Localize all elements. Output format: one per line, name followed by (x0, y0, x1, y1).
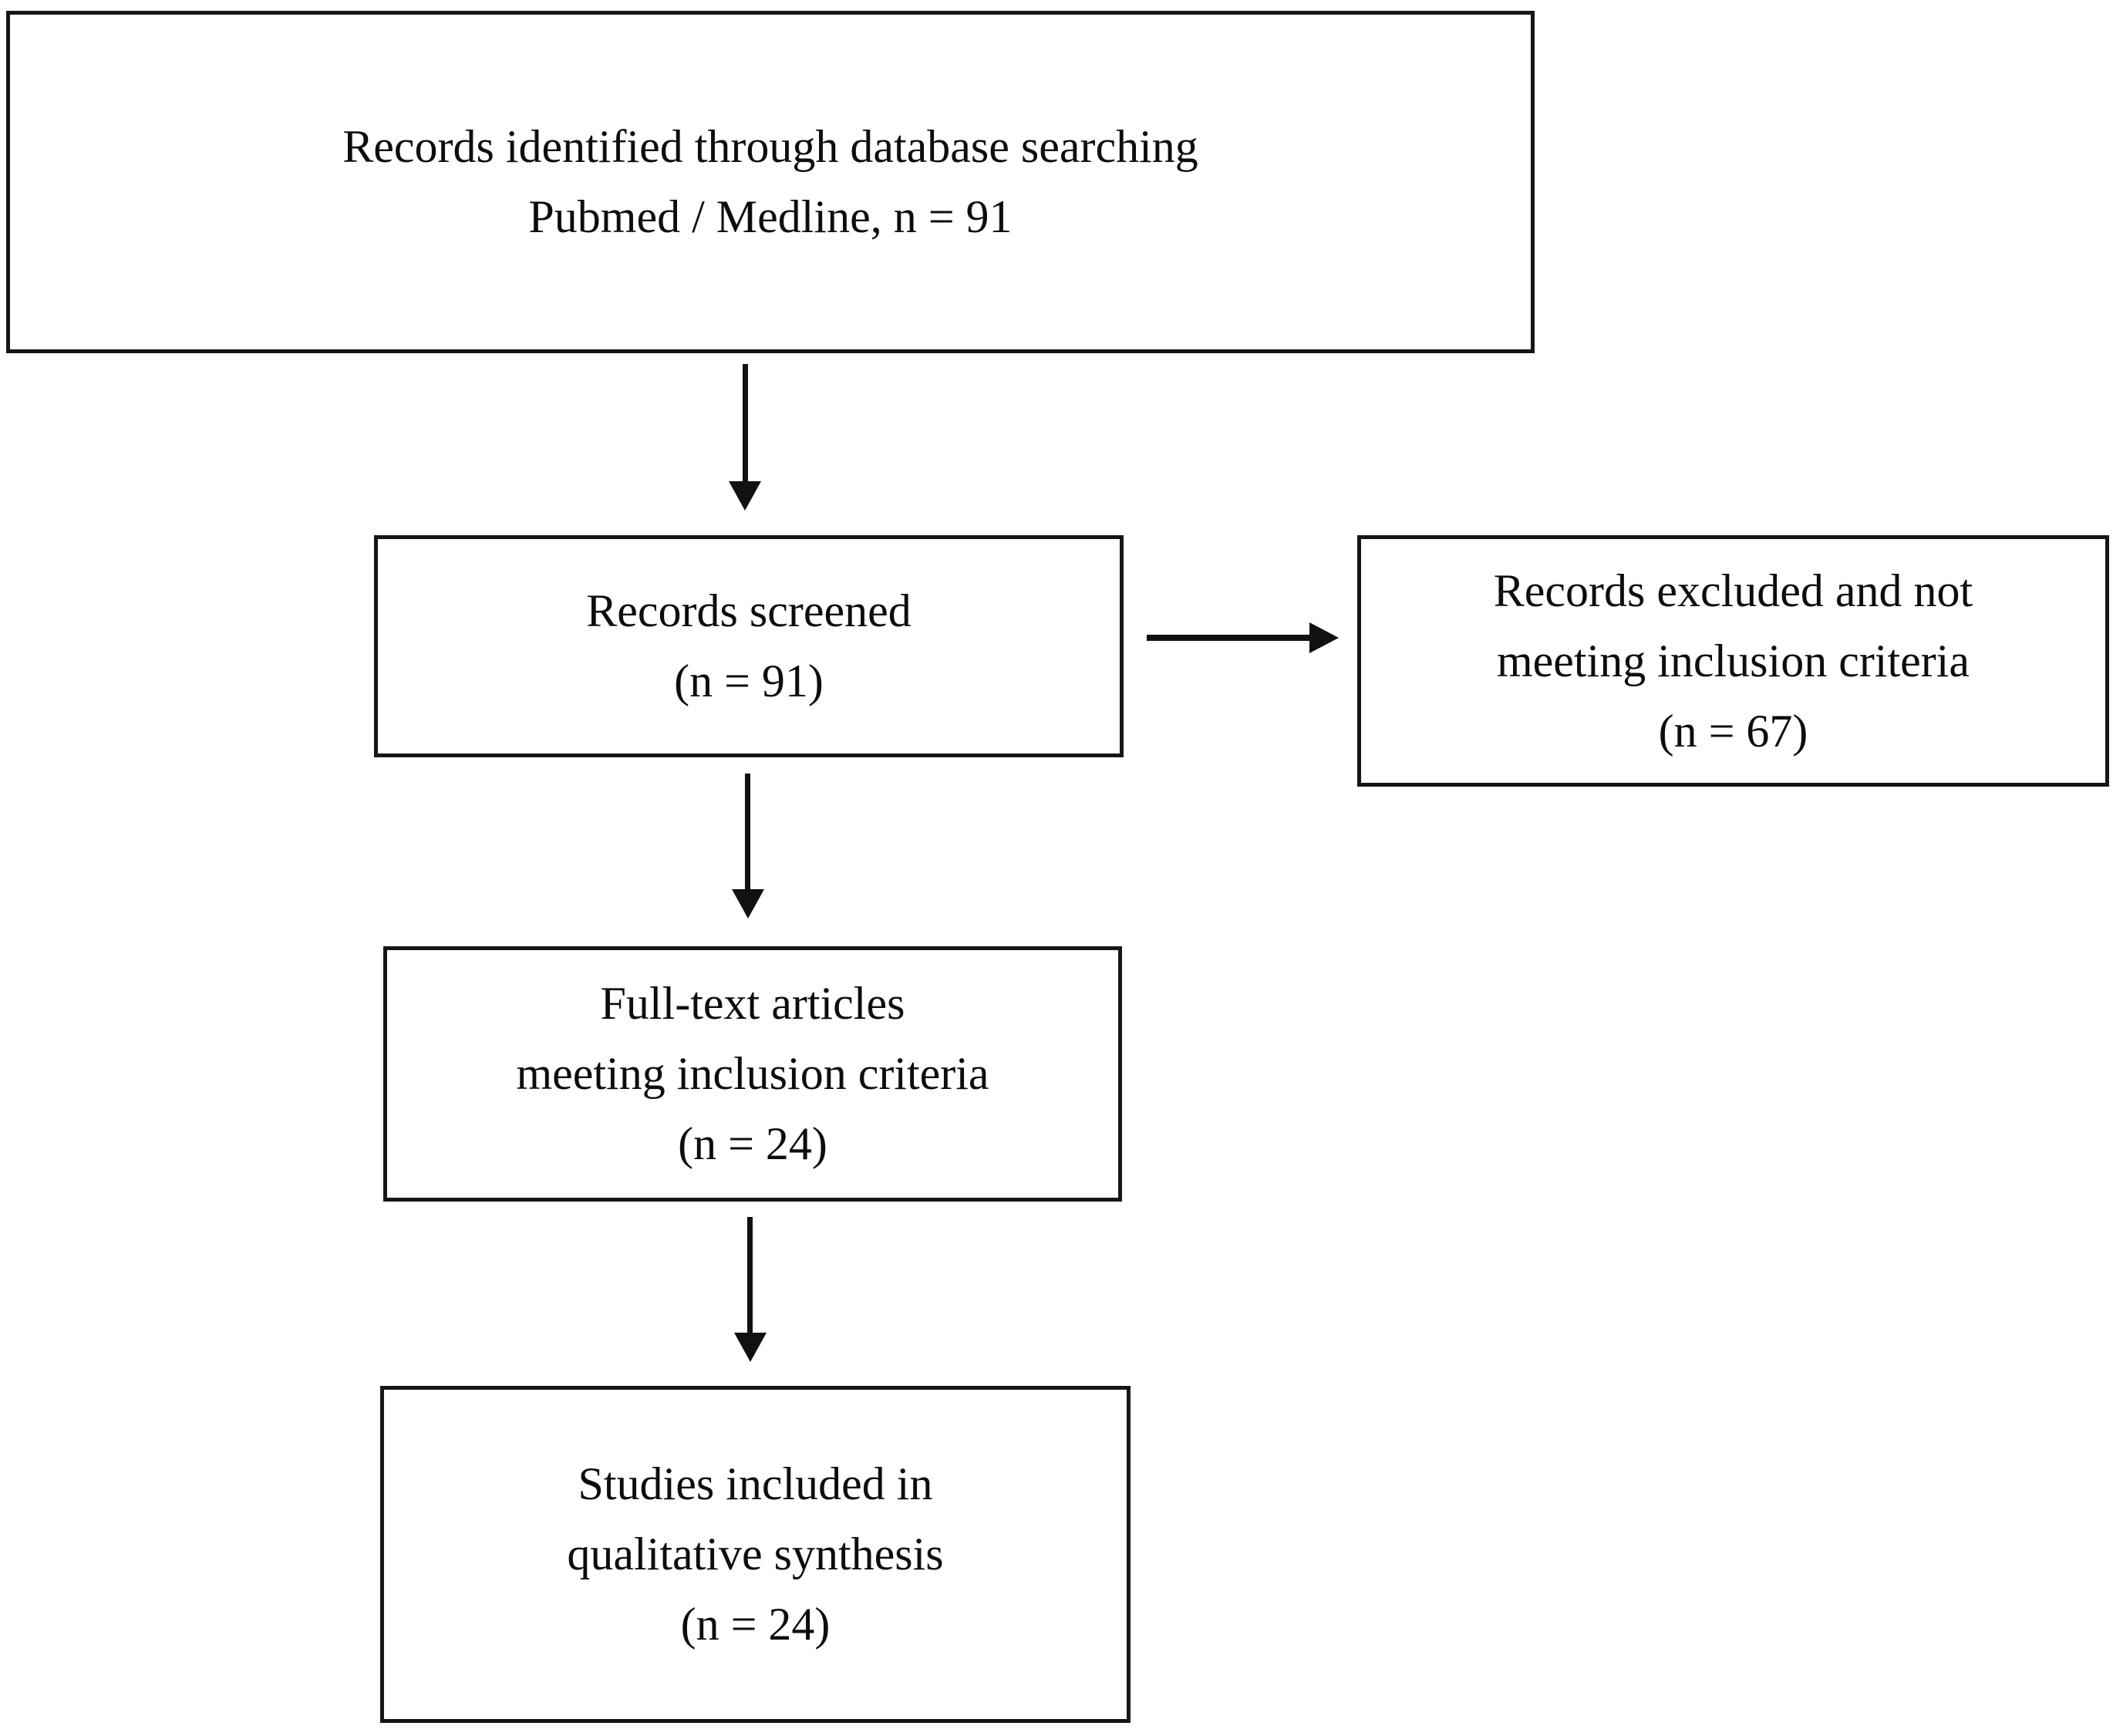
box-fulltext-articles: Full-text articles meeting inclusion cri… (383, 946, 1122, 1202)
box-records-identified: Records identified through database sear… (6, 11, 1535, 353)
arrow-down-identification-to-screening-shaft (743, 364, 748, 481)
box-records-excluded-line2: meeting inclusion criteria (1496, 635, 1970, 686)
arrow-down-eligibility-to-included-shaft (747, 1217, 753, 1333)
box-studies-included-line3: (n = 24) (680, 1599, 831, 1650)
box-studies-included-line1: Studies included in (578, 1458, 933, 1509)
box-fulltext-articles-line2: meeting inclusion criteria (516, 1048, 989, 1099)
arrow-down-identification-to-screening-icon (729, 481, 761, 511)
box-studies-included: Studies included in qualitative synthesi… (380, 1386, 1131, 1723)
box-records-screened-line2: (n = 91) (674, 656, 824, 706)
box-records-identified-line2: Pubmed / Medline, n = 91 (528, 191, 1013, 242)
arrow-down-screening-to-eligibility-icon (732, 889, 764, 919)
box-records-excluded-line3: (n = 67) (1658, 705, 1808, 757)
arrow-right-screening-to-excluded-icon (1309, 622, 1339, 653)
arrow-down-screening-to-eligibility-shaft (745, 774, 750, 889)
box-records-identified-line1: Records identified through database sear… (342, 121, 1198, 172)
arrow-down-eligibility-to-included-icon (734, 1333, 767, 1362)
box-records-excluded: Records excluded and not meeting inclusi… (1357, 535, 2109, 787)
box-studies-included-line2: qualitative synthesis (567, 1529, 944, 1579)
box-fulltext-articles-line1: Full-text articles (600, 978, 905, 1029)
box-records-screened: Records screened (n = 91) (374, 535, 1124, 757)
box-records-excluded-line1: Records excluded and not (1493, 565, 1973, 616)
box-fulltext-articles-line3: (n = 24) (678, 1118, 827, 1169)
arrow-right-screening-to-excluded-shaft (1147, 635, 1309, 641)
box-records-screened-line1: Records screened (586, 585, 912, 636)
